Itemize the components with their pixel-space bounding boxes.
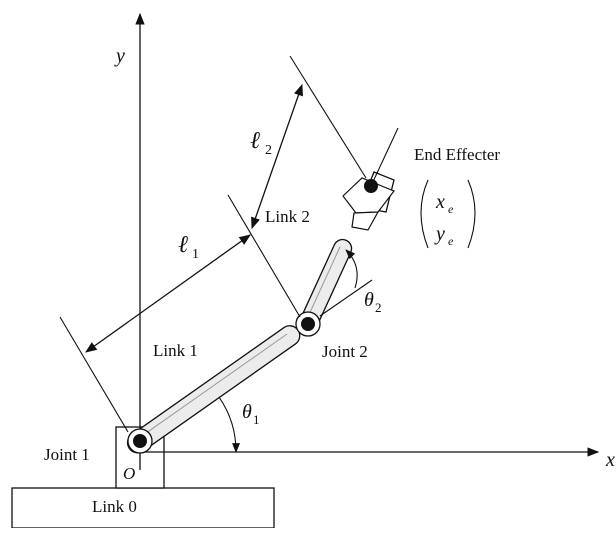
l2-dimension-arrow [251,83,303,230]
l1-symbol: ℓ 1 [178,232,199,262]
svg-text:2: 2 [375,300,382,315]
extension-end-effector [289,55,367,179]
origin-label: O [123,464,135,483]
extension-link2-direction [370,127,399,187]
link0-label: Link 0 [92,497,137,516]
end-effector-gripper [342,171,395,231]
joint2-label: Joint 2 [322,342,368,361]
link2-body [297,238,353,336]
svg-text:e: e [448,202,454,216]
svg-text:1: 1 [253,412,260,427]
svg-text:y: y [434,223,445,245]
extension-link1-left [59,316,129,433]
l1-dimension-arrow [85,234,251,353]
svg-text:ℓ: ℓ [178,232,188,258]
end-effector-position-vector: x e y e [420,179,476,249]
svg-text:2: 2 [265,143,272,158]
end-effector-label: End Effecter [414,145,500,164]
extension-joint2 [227,194,301,318]
y-axis-label: y [114,45,125,67]
theta1-symbol: θ 1 [242,401,260,427]
svg-text:1: 1 [192,247,199,262]
link1-label: Link 1 [153,341,198,360]
joint1-dot [133,434,147,448]
svg-text:e: e [448,234,454,248]
joint2-dot [301,317,315,331]
theta2-symbol: θ 2 [364,289,382,315]
theta2-arc [345,249,358,289]
svg-text:ℓ: ℓ [250,128,260,154]
svg-text:θ: θ [364,289,374,311]
l2-symbol: ℓ 2 [250,128,272,158]
svg-text:θ: θ [242,401,252,423]
theta1-arc [218,396,240,453]
joint1-label: Joint 1 [44,445,90,464]
link0-base [11,487,275,529]
svg-text:x: x [435,191,445,213]
extension-link1-direction [319,279,373,317]
link2-label: Link 2 [265,207,310,226]
x-axis-label: x [605,449,615,471]
